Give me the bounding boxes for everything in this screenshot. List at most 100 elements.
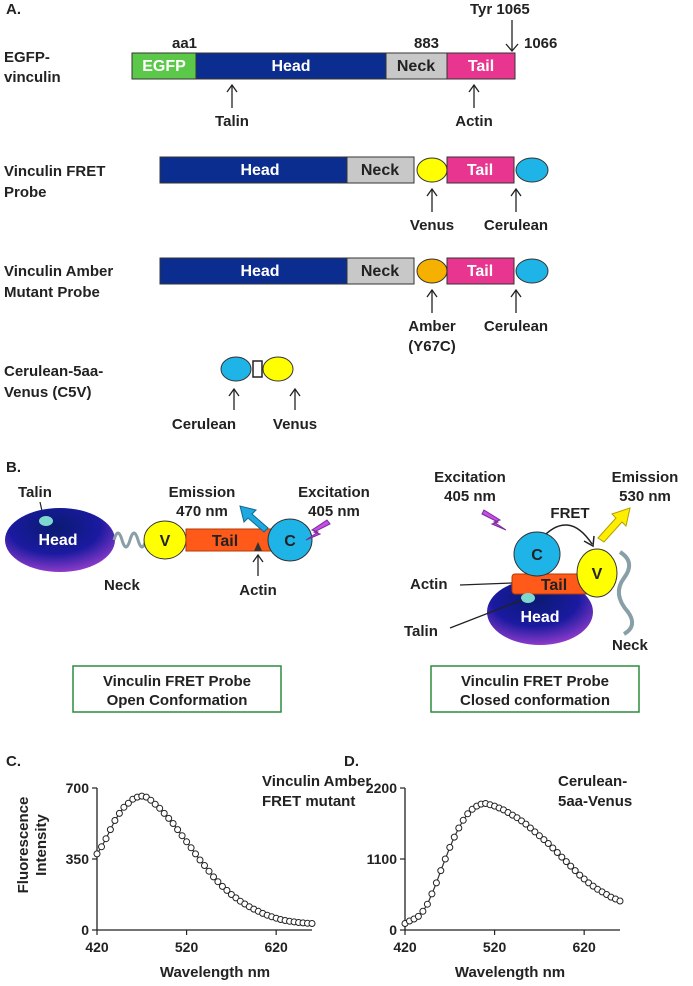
open-talin-label: Talin <box>18 484 52 501</box>
closed-talin-label: Talin <box>404 623 438 640</box>
row4-title-line2: Venus (C5V) <box>4 384 92 401</box>
closed-excitation-line2: 405 nm <box>444 488 496 505</box>
data-point <box>567 862 575 870</box>
data-point <box>459 816 467 824</box>
data-point <box>423 900 431 908</box>
fret-cerulean-ellipse <box>515 157 549 183</box>
chart-d-xlabel: Wavelength nm <box>455 964 565 981</box>
cerulean-label: Cerulean <box>484 217 548 234</box>
aa883-label: 883 <box>414 35 439 52</box>
amber-neck-label: Neck <box>361 263 399 280</box>
aa1-label: aa1 <box>172 35 197 52</box>
data-point <box>223 886 231 894</box>
closed-venus-label: V <box>592 566 603 583</box>
closed-caption-line1: Vinculin FRET Probe <box>461 673 609 690</box>
closed-actin-label: Actin <box>410 576 448 593</box>
data-point <box>192 850 199 858</box>
data-point <box>432 879 440 887</box>
data-point <box>115 809 123 817</box>
y-tick-label: 350 <box>66 851 90 867</box>
closed-head-label: Head <box>520 609 559 626</box>
open-tail-label: Tail <box>212 533 238 550</box>
data-point <box>535 832 543 840</box>
data-point <box>151 800 159 808</box>
data-point <box>531 828 539 836</box>
head-segment <box>195 52 387 80</box>
data-point <box>576 871 584 879</box>
closed-fret-label: FRET <box>550 505 589 522</box>
row3-title-line2: Mutant Probe <box>4 284 100 301</box>
data-point <box>214 878 222 886</box>
open-head <box>5 508 115 572</box>
open-talin-blob <box>39 516 53 526</box>
egfp-segment-label: EGFP <box>142 58 186 75</box>
row1-title-line1: EGFP- <box>4 49 50 66</box>
chart-d-annotation-line1: Cerulean- <box>558 773 627 790</box>
open-emission-arrow <box>239 505 269 533</box>
data-point <box>147 796 155 804</box>
amber-tail-label: Tail <box>467 263 493 280</box>
data-point <box>111 817 119 824</box>
open-actin-site <box>254 542 262 551</box>
open-actin-label: Actin <box>239 582 277 599</box>
x-tick-label: 420 <box>393 939 417 955</box>
fret-neck-label: Neck <box>361 162 399 179</box>
data-point <box>549 844 557 852</box>
tyr1065-label: Tyr 1065 <box>470 1 530 18</box>
data-point <box>580 875 588 883</box>
venus-arrowhead <box>426 187 438 197</box>
fret-tail-segment <box>446 156 515 184</box>
data-point <box>120 803 128 811</box>
data-point <box>437 867 445 875</box>
closed-neck-label: Neck <box>612 637 649 654</box>
data-point <box>178 832 186 840</box>
open-cerulean-label: C <box>284 533 296 550</box>
x-tick-label: 620 <box>264 939 288 955</box>
row4-title-line1: Cerulean-5aa- <box>4 363 103 380</box>
fret-head-label: Head <box>240 162 279 179</box>
fret-head-segment <box>159 156 348 184</box>
data-point <box>562 858 570 866</box>
series-line <box>96 795 313 925</box>
c5v-cerulean-label: Cerulean <box>172 416 236 433</box>
y-tick-label: 2200 <box>366 780 397 796</box>
data-point <box>526 824 534 832</box>
amber-label: Amber <box>408 318 456 335</box>
amber-arrowhead <box>426 288 438 298</box>
chart-c-xlabel: Wavelength nm <box>160 964 270 981</box>
y-tick-label: 0 <box>389 922 397 938</box>
c5v-venus-arrowhead <box>289 387 301 397</box>
data-point <box>106 826 114 834</box>
open-caption-line2: Open Conformation <box>107 692 248 709</box>
closed-talin-arrow <box>449 599 523 629</box>
series-line <box>404 802 621 925</box>
data-point <box>414 912 422 920</box>
data-point <box>308 920 316 927</box>
fret-tail-label: Tail <box>467 162 493 179</box>
neck-segment-label: Neck <box>397 58 435 75</box>
open-neck-spring <box>112 531 148 549</box>
closed-tail-label: Tail <box>541 577 567 594</box>
row3-title-line1: Vinculin Amber <box>4 263 113 280</box>
c5v-linker <box>252 360 263 378</box>
open-caption-box <box>72 665 282 713</box>
y-tick-label: 700 <box>66 780 90 796</box>
data-point <box>174 826 182 834</box>
open-cerulean <box>267 518 313 562</box>
data-point <box>124 799 132 807</box>
row2-title-line2: Probe <box>4 184 47 201</box>
amber-cerulean-ellipse <box>515 258 549 284</box>
closed-cerulean <box>513 531 561 577</box>
talin-arrowhead <box>226 83 238 93</box>
closed-actin-arrow <box>459 582 513 586</box>
actin-arrowhead <box>468 83 480 93</box>
x-tick-label: 520 <box>483 939 507 955</box>
data-point <box>227 891 235 898</box>
open-excitation-bolt <box>305 519 331 541</box>
closed-emission-line1: Emission <box>612 469 679 486</box>
fret-neck-segment <box>346 156 415 184</box>
amber-tail-segment <box>446 257 515 285</box>
amber-mutation-label: (Y67C) <box>408 338 456 355</box>
